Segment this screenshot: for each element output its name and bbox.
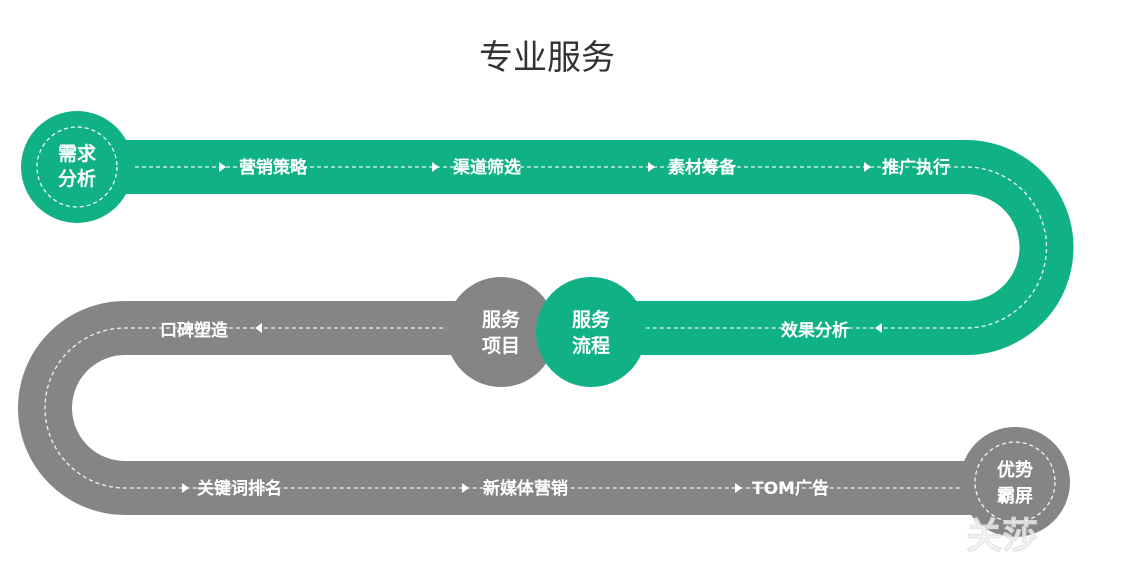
step-promotion-exec: 推广执行: [882, 157, 950, 178]
node-service-project: 服务 项目: [446, 277, 556, 387]
step-tom-ads: TOM广告: [752, 478, 829, 499]
arrow-right-icon: [182, 483, 189, 493]
node-end: 优势 霸屏: [960, 427, 1070, 537]
node-process-line2: 流程: [572, 334, 610, 357]
step-keyword-ranking: 关键词排名: [197, 478, 282, 499]
arrow-right-icon: [432, 162, 439, 172]
step-marketing-strategy: 营销策略: [239, 157, 308, 178]
step-channel-screening: 渠道筛选: [452, 157, 521, 178]
step-effect-analysis: 效果分析: [781, 320, 849, 341]
arrow-left-icon: [875, 323, 882, 333]
node-start-line1: 需求: [58, 142, 97, 165]
arrow-right-icon: [648, 162, 655, 172]
page-title: 专业服务: [479, 38, 615, 78]
node-process-line1: 服务: [572, 308, 611, 331]
arrow-left-icon: [255, 323, 262, 333]
arrow-right-icon: [735, 483, 742, 493]
green-track-dash: [135, 166, 1048, 329]
node-end-line2: 霸屏: [997, 486, 1033, 507]
node-start: 需求 分析: [21, 111, 133, 223]
arrow-right-icon: [462, 483, 469, 493]
watermark: 关莎: [966, 516, 1038, 557]
step-reputation: 口碑塑造: [160, 320, 229, 341]
step-new-media: 新媒体营销: [483, 478, 568, 499]
node-start-line2: 分析: [58, 167, 96, 190]
node-service-process: 服务 流程: [536, 277, 646, 387]
step-material-prep: 素材筹备: [668, 157, 737, 178]
node-end-line1: 优势: [997, 459, 1033, 481]
arrow-right-icon: [219, 162, 226, 172]
arrow-right-icon: [864, 162, 871, 172]
node-project-line2: 项目: [482, 335, 520, 357]
gray-track-dash: [44, 327, 975, 489]
node-project-line1: 服务: [482, 308, 521, 331]
